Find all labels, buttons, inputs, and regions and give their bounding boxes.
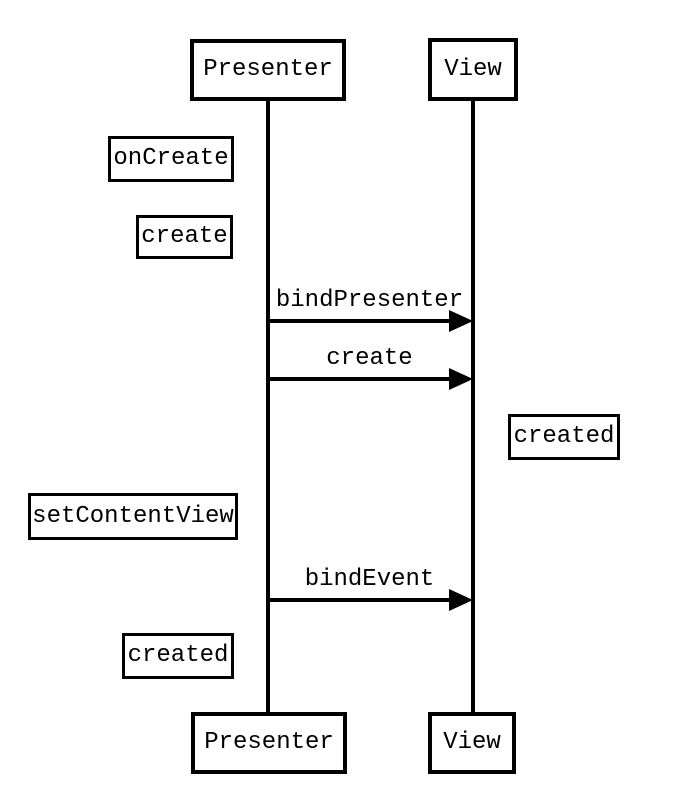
bind-event-arrow-line: [266, 598, 449, 602]
bind-presenter-arrow-line: [266, 319, 449, 323]
oncreate-label-box: onCreate: [108, 136, 234, 182]
presenter-node-top: Presenter: [190, 39, 346, 101]
presenter-node-top-label: Presenter: [203, 56, 333, 83]
create-arrow-line: [266, 377, 449, 381]
setcontentview-label-box: setContentView: [28, 493, 238, 540]
view-node-top-label: View: [444, 55, 502, 83]
created-left-label-box: created: [122, 633, 234, 679]
created-right-label-box: created: [508, 414, 620, 460]
bind-presenter-message-label: bindPresenter: [275, 287, 464, 314]
view-node-bottom: View: [428, 712, 516, 774]
presenter-node-bottom: Presenter: [191, 712, 347, 774]
presenter-lifeline: [266, 100, 270, 714]
create-message-label: create: [326, 345, 413, 372]
view-lifeline: [471, 100, 475, 714]
view-node-top: View: [428, 38, 518, 101]
created-right-label: created: [513, 423, 615, 450]
create-label-box: create: [136, 215, 233, 259]
oncreate-label: onCreate: [113, 145, 229, 172]
arrowhead-icon: [449, 589, 473, 611]
create-label: create: [141, 223, 228, 250]
view-node-bottom-label: View: [443, 729, 501, 756]
arrowhead-icon: [449, 368, 473, 390]
created-left-label: created: [127, 642, 229, 669]
setcontentview-label: setContentView: [32, 502, 234, 530]
arrowhead-icon: [449, 310, 473, 332]
presenter-node-bottom-label: Presenter: [204, 729, 334, 756]
bind-event-message-label: bindEvent: [304, 566, 435, 593]
